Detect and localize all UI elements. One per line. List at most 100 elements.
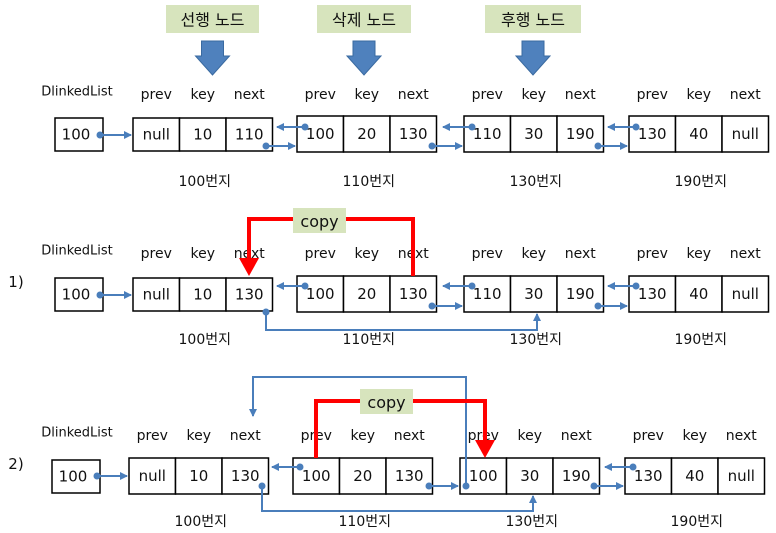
link-arrow xyxy=(261,486,537,512)
step-label: 1) xyxy=(8,273,23,291)
node-address: 100번지 xyxy=(179,332,231,348)
node-key-value: 40 xyxy=(689,285,708,303)
node-prev-value: 100 xyxy=(306,125,335,143)
node-prev-value: 130 xyxy=(638,285,667,303)
role-label-3: 후행 노드 xyxy=(485,5,581,76)
role-label-bg xyxy=(166,5,259,33)
field-header-key: key xyxy=(521,246,546,262)
head-value: 100 xyxy=(62,286,91,304)
node-prev-value: 100 xyxy=(302,467,331,485)
copy-label-bg xyxy=(293,208,346,233)
node-next-value: null xyxy=(732,125,759,143)
node-key-value: 20 xyxy=(357,285,376,303)
down-arrow-icon xyxy=(194,40,231,76)
field-header-prev: prev xyxy=(637,87,668,103)
copy-label: copy xyxy=(367,393,405,412)
node-cell-key xyxy=(509,115,558,153)
node-cell-prev xyxy=(628,275,677,313)
field-header-next: next xyxy=(565,87,597,103)
node-cell-next xyxy=(385,457,434,495)
field-header-prev: prev xyxy=(472,87,503,103)
node-cell-next xyxy=(721,115,770,153)
node-key-value: 40 xyxy=(689,125,708,143)
node-key-value: 30 xyxy=(524,125,543,143)
node-address: 130번지 xyxy=(506,514,558,530)
node-cell-key xyxy=(178,117,227,152)
node-prev-value: 110 xyxy=(473,285,502,303)
down-arrow-icon xyxy=(345,40,383,76)
field-header-key: key xyxy=(517,428,542,444)
node-prev-value: 110 xyxy=(473,125,502,143)
field-header-next: next xyxy=(565,246,597,262)
field-header-key: key xyxy=(682,428,707,444)
node-key-value: 20 xyxy=(353,467,372,485)
copy-arrow: copy xyxy=(314,389,495,458)
node-prev-value: null xyxy=(143,126,170,144)
role-label-text: 삭제 노드 xyxy=(332,11,396,30)
role-label-2: 삭제 노드 xyxy=(317,5,411,76)
step-label: 2) xyxy=(8,455,23,473)
node-key-value: 20 xyxy=(357,125,376,143)
head-value: 100 xyxy=(59,468,88,486)
field-header-next: next xyxy=(398,87,430,103)
field-header-key: key xyxy=(190,87,215,103)
node-next-value: 130 xyxy=(395,467,424,485)
down-arrow-icon xyxy=(514,40,552,76)
field-header-key: key xyxy=(186,428,211,444)
field-header-key: key xyxy=(686,87,711,103)
node-key-value: 30 xyxy=(520,467,539,485)
node-next-value: 190 xyxy=(562,467,591,485)
node-next-value: 130 xyxy=(235,286,264,304)
node-address: 130번지 xyxy=(510,332,562,348)
role-label-bg xyxy=(317,5,411,33)
node-next-value: 130 xyxy=(399,125,428,143)
node-key-value: 10 xyxy=(193,126,212,144)
field-header-key: key xyxy=(354,87,379,103)
field-header-next: next xyxy=(234,87,266,103)
head-box xyxy=(51,459,101,494)
field-header-prev: prev xyxy=(141,87,172,103)
node-address: 190번지 xyxy=(675,332,727,348)
node-cell-next xyxy=(721,275,770,313)
node-next-value: 110 xyxy=(235,126,264,144)
node-address: 100번지 xyxy=(179,174,231,190)
node-address: 100번지 xyxy=(175,514,227,530)
node-next-value: null xyxy=(732,285,759,303)
node-address: 110번지 xyxy=(343,174,395,190)
field-header-prev: prev xyxy=(472,246,503,262)
role-label-text: 선행 노드 xyxy=(181,11,245,30)
field-header-next: next xyxy=(230,428,262,444)
node-cell-key xyxy=(338,457,387,495)
node-next-value: 190 xyxy=(566,285,595,303)
node-2: prev key next 110 30 190 130번지 xyxy=(463,246,605,348)
field-header-next: next xyxy=(726,428,758,444)
node-next-value: 130 xyxy=(231,467,260,485)
field-header-next: next xyxy=(730,246,762,262)
node-prev-value: null xyxy=(139,467,166,485)
node-cell-prev xyxy=(628,115,677,153)
copy-arrowhead-icon xyxy=(239,258,259,276)
node-cell-key xyxy=(670,457,719,495)
node-key-value: 30 xyxy=(524,285,543,303)
copy-label: copy xyxy=(300,212,338,231)
node-address: 110번지 xyxy=(343,332,395,348)
field-header-key: key xyxy=(190,246,215,262)
link-arrow xyxy=(249,376,467,486)
node-cell-prev xyxy=(128,457,177,495)
field-header-key: key xyxy=(350,428,375,444)
node-prev-value: 100 xyxy=(469,467,498,485)
node-address: 110번지 xyxy=(339,514,391,530)
node-cell-prev xyxy=(132,117,181,152)
field-header-next: next xyxy=(394,428,426,444)
field-header-prev: prev xyxy=(141,246,172,262)
